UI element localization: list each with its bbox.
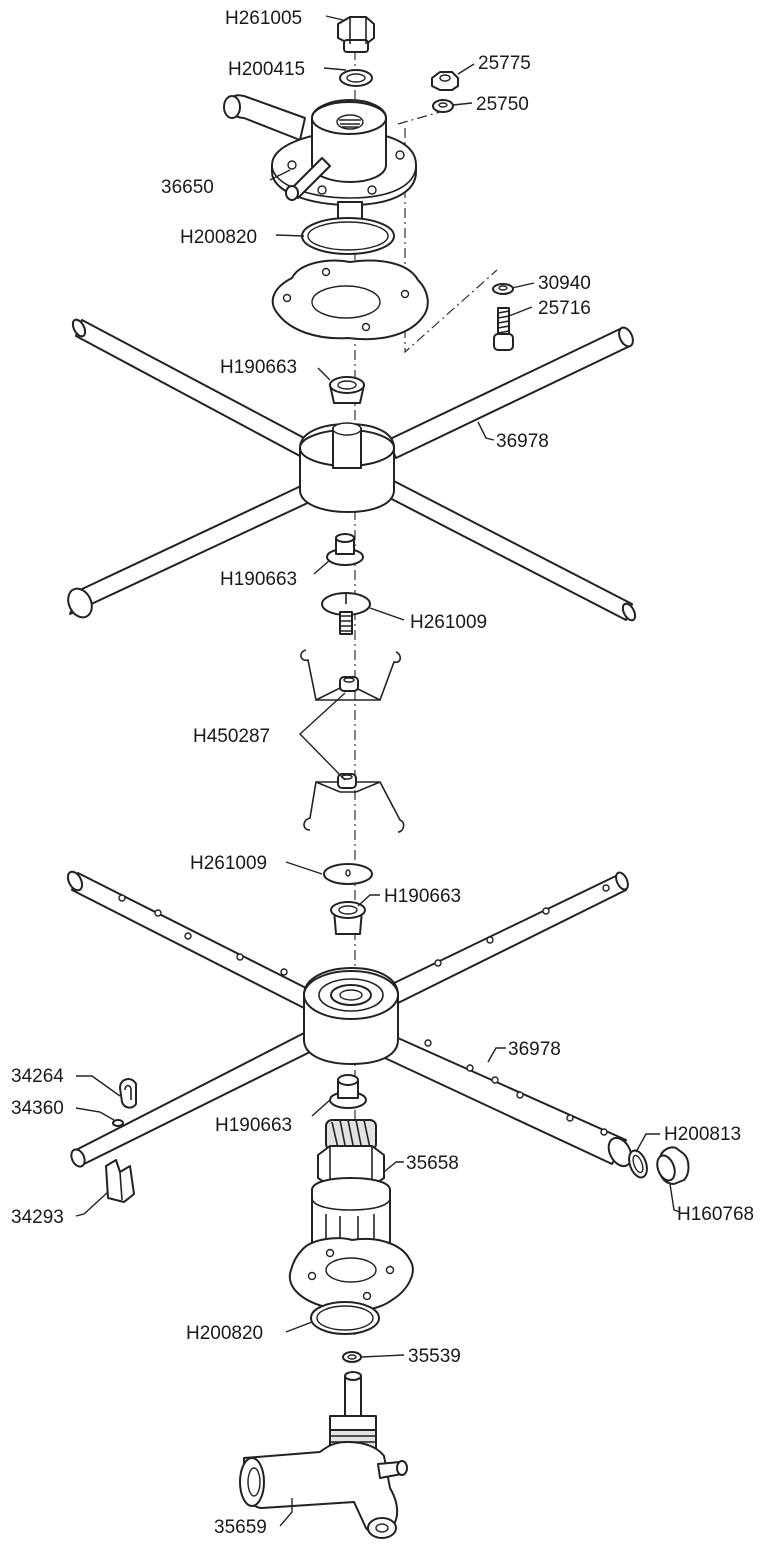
- bushing-h190663-c: [330, 901, 366, 935]
- label-34360: 34360: [11, 1098, 64, 1119]
- upper-wash-arm-36978: [67, 318, 637, 622]
- ring-h200415: [339, 69, 373, 87]
- part-labels: H261005 H200415 25775 25750 36650 H20082…: [11, 8, 754, 1538]
- label-h450287: H450287: [193, 726, 270, 747]
- disc-h261009-b: [323, 863, 373, 885]
- cap-h160768: [656, 1146, 690, 1185]
- label-36978-lower: 36978: [508, 1039, 561, 1060]
- label-h200820-bottom: H200820: [186, 1323, 263, 1344]
- clip-h450287-upper: [300, 649, 402, 701]
- oring-h200820-bottom: [310, 1301, 380, 1335]
- leader-h190663-c: [357, 894, 380, 907]
- oring-h200820-top: [301, 217, 395, 255]
- label-h261009-a: H261009: [410, 612, 487, 633]
- label-36978-upper: 36978: [496, 431, 549, 452]
- label-25716: 25716: [538, 298, 591, 319]
- label-h190663-a: H190663: [220, 357, 297, 378]
- leader-lines: [75, 15, 681, 1527]
- leader-h190663-a: [317, 367, 331, 381]
- screw-25716: [493, 307, 514, 351]
- leader-h200820-bottom: [285, 1321, 313, 1333]
- label-30940: 30940: [538, 273, 591, 294]
- manifold-36650: [223, 94, 417, 231]
- label-h200813: H200813: [664, 1124, 741, 1145]
- label-h190663-d: H190663: [215, 1115, 292, 1136]
- label-h200415: H200415: [228, 59, 305, 80]
- label-34264: 34264: [11, 1066, 64, 1087]
- label-h261009-b: H261009: [190, 853, 267, 874]
- leader-25775: [457, 63, 475, 75]
- gasket-plate-bottom: [288, 1237, 414, 1312]
- leader-34360: [75, 1107, 115, 1121]
- lower-wash-arm-36978: [66, 870, 633, 1168]
- plug-34360: [112, 1119, 124, 1127]
- leader-35659: [279, 1498, 293, 1527]
- washer-25750: [432, 99, 454, 113]
- ring-h200813: [628, 1149, 648, 1179]
- leader-h261009-b: [285, 861, 323, 875]
- label-35659: 35659: [214, 1517, 267, 1538]
- inlet-body-35659: [239, 1371, 408, 1539]
- clip-34264: [119, 1078, 137, 1109]
- screw-axis: [404, 128, 498, 354]
- leader-25750: [452, 102, 473, 106]
- gasket-plate-top: [271, 259, 429, 341]
- leader-h160768: [669, 1183, 681, 1213]
- washer-30940: [492, 283, 514, 295]
- label-25775: 25775: [478, 53, 531, 74]
- label-35539: 35539: [408, 1346, 461, 1367]
- label-h190663-c: H190663: [384, 886, 461, 907]
- leader-h200415: [323, 67, 347, 71]
- label-h200820-top: H200820: [180, 227, 257, 248]
- leader-36978-lower: [487, 1047, 506, 1063]
- leader-35539: [361, 1354, 405, 1358]
- bushing-h190663-d: [329, 1074, 367, 1109]
- leader-36650: [269, 169, 291, 181]
- bushing-h190663-b: [326, 533, 364, 566]
- leader-25716: [508, 306, 533, 317]
- disc-h261009-a: [321, 592, 371, 635]
- leader-h200813: [635, 1133, 660, 1153]
- label-34293: 34293: [11, 1207, 64, 1228]
- leader-h450287: [298, 692, 346, 781]
- label-36650: 36650: [161, 177, 214, 198]
- leader-h190663-d: [311, 1099, 331, 1117]
- leader-34293: [75, 1191, 109, 1217]
- label-h261005: H261005: [225, 8, 302, 29]
- clip-h450287-lower: [303, 773, 405, 833]
- clip-34293: [105, 1159, 135, 1203]
- leader-36978-upper: [477, 421, 495, 441]
- leader-30940: [511, 282, 535, 289]
- leader-h200820-top: [275, 234, 305, 237]
- nut-25775: [431, 71, 459, 91]
- label-25750: 25750: [476, 94, 529, 115]
- leader-h261005: [325, 15, 344, 21]
- leader-h261009-a: [369, 607, 405, 621]
- leader-35658: [383, 1161, 404, 1173]
- label-h190663-b: H190663: [220, 569, 297, 590]
- label-h160768: H160768: [677, 1204, 754, 1225]
- washer-35539: [342, 1351, 362, 1363]
- bushing-h190663-a: [329, 376, 365, 404]
- leader-h190663-b: [313, 559, 331, 575]
- leader-34264: [76, 1075, 121, 1097]
- nut-axis: [397, 111, 441, 125]
- label-35658: 35658: [406, 1153, 459, 1174]
- plug-h261005: [337, 16, 375, 53]
